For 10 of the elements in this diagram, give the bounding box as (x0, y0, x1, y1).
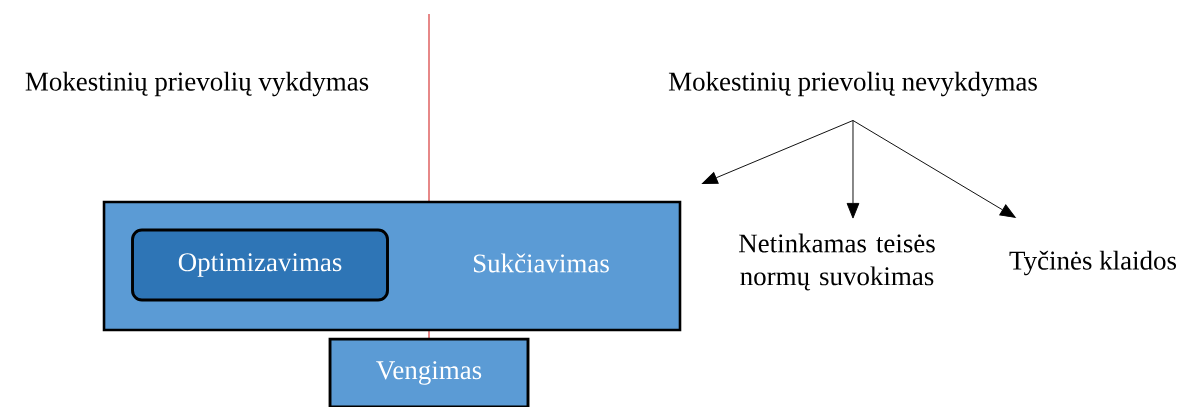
text-label: Tyčinės klaidos (1009, 250, 1177, 276)
text-label: Netinkamas teisės normų suvokimas (739, 233, 935, 291)
box-label: Sukčiavimas (473, 253, 609, 273)
arrow (846, 120, 860, 219)
process-box: Vengimas (328, 337, 530, 407)
arrow (702, 120, 854, 184)
rounded-box: Optimizavimas (131, 228, 389, 302)
text-label: Mokestinių prievolių nevykdymas (668, 71, 1037, 97)
arrow (852, 120, 1016, 218)
text-label: Mokestinių prievolių vykdymas (25, 71, 369, 97)
